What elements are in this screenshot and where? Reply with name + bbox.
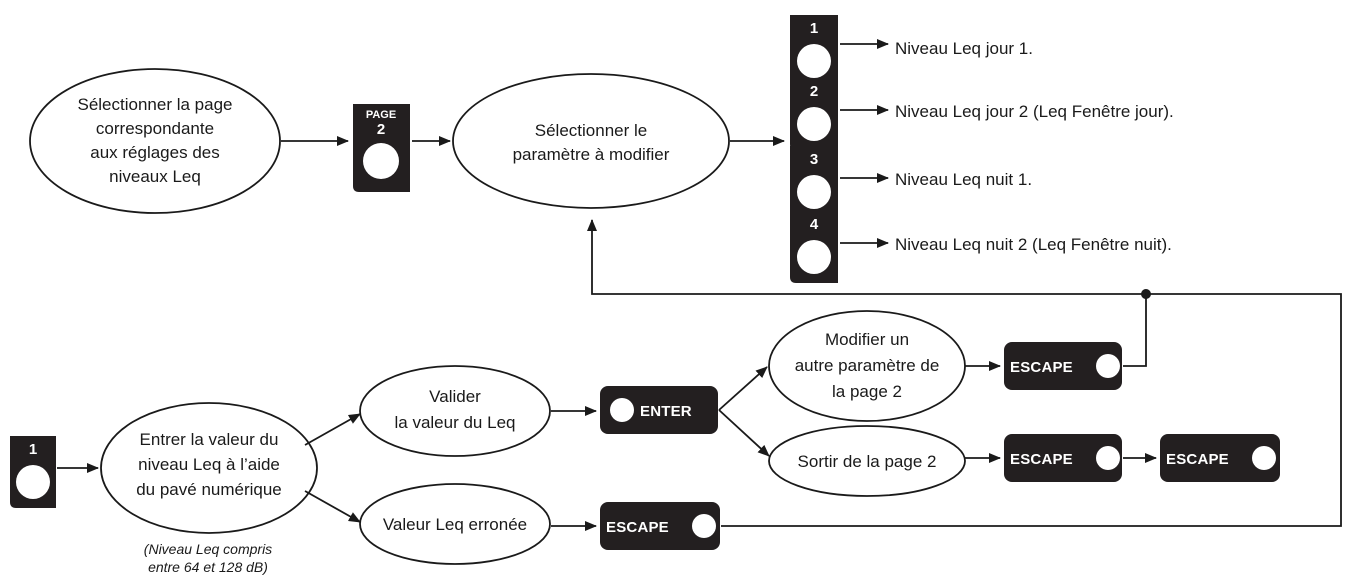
node-enter-value-line-2: niveau Leq à l’aide <box>138 455 280 474</box>
key-2-top-label: 2 <box>810 83 818 100</box>
node-validate: Valider la valeur du Leq <box>359 365 551 457</box>
escape-key-exit-2: ESCAPE <box>1160 434 1280 482</box>
connectors <box>57 39 1342 531</box>
node-enter-value-line-1: Entrer la valeur du <box>140 430 279 449</box>
enter-key: ENTER <box>600 386 718 434</box>
range-note-line-1: (Niveau Leq compris <box>144 541 272 557</box>
arrow-enter-to-exit-page <box>718 409 770 457</box>
key-4-top: 4 <box>790 211 838 283</box>
node-select-page-line-1: Sélectionner la page <box>77 95 232 114</box>
escape-key-wrong-label: ESCAPE <box>606 519 669 536</box>
node-select-param: Sélectionner le paramètre à modifier <box>452 73 730 209</box>
page-2-key-button-icon <box>363 143 399 179</box>
key-1-bottom: 1 <box>10 436 56 508</box>
enter-key-button-icon <box>610 398 634 422</box>
key-3-top-button-icon <box>797 175 831 209</box>
node-validate-line-1: Valider <box>429 387 481 406</box>
escape-key-modify: ESCAPE <box>1004 342 1122 390</box>
param-label-2: Niveau Leq jour 2 (Leq Fenêtre jour). <box>895 102 1174 121</box>
node-modify-other: Modifier un autre paramètre de la page 2 <box>768 310 966 422</box>
key-2-top: 2 <box>790 78 838 150</box>
loop-back-to-select-param <box>587 219 1342 527</box>
node-wrong-value: Valeur Leq erronée <box>359 483 551 565</box>
arrow-enter-value-to-validate <box>304 413 361 446</box>
key-1-bottom-button-icon <box>16 465 50 499</box>
escape-key-modify-button-icon <box>1096 354 1120 378</box>
key-1-bottom-label: 1 <box>29 441 37 458</box>
range-note-line-2: entre 64 et 128 dB) <box>148 559 268 575</box>
key-3-top: 3 <box>790 146 838 218</box>
escape-key-exit-1-label: ESCAPE <box>1010 451 1073 468</box>
node-exit-page-line-1: Sortir de la page 2 <box>798 452 937 471</box>
node-select-param-line-1: Sélectionner le <box>535 121 647 140</box>
param-label-4: Niveau Leq nuit 2 (Leq Fenêtre nuit). <box>895 235 1172 254</box>
node-enter-value: Entrer la valeur du niveau Leq à l’aide … <box>100 402 318 534</box>
key-1-top-label: 1 <box>810 20 818 37</box>
node-select-page: Sélectionner la page correspondante aux … <box>29 68 281 214</box>
node-wrong-value-line-1: Valeur Leq erronée <box>383 515 527 534</box>
node-select-page-line-4: niveaux Leq <box>109 167 201 186</box>
escape-key-exit-2-button-icon <box>1252 446 1276 470</box>
key-4-top-button-icon <box>797 240 831 274</box>
arrow-enter-to-modify-other <box>718 366 768 411</box>
node-enter-value-line-3: du pavé numérique <box>136 480 282 499</box>
key-1-top: 1 <box>790 15 838 87</box>
page-2-key: PAGE 2 <box>353 104 410 192</box>
key-1-top-button-icon <box>797 44 831 78</box>
page-2-key-number: 2 <box>377 121 385 138</box>
node-modify-other-line-2: autre paramètre de <box>795 356 940 375</box>
arrow-enter-value-to-wrong-value <box>304 490 361 523</box>
node-modify-other-line-1: Modifier un <box>825 330 909 349</box>
escape-key-wrong-button-icon <box>692 514 716 538</box>
escape-key-exit-1: ESCAPE <box>1004 434 1122 482</box>
enter-key-label: ENTER <box>640 403 692 420</box>
node-select-param-line-2: paramètre à modifier <box>513 145 670 164</box>
escape-key-exit-2-label: ESCAPE <box>1166 451 1229 468</box>
page-2-key-word: PAGE <box>366 109 396 121</box>
node-select-page-line-3: aux réglages des <box>90 143 219 162</box>
node-exit-page: Sortir de la page 2 <box>768 425 966 497</box>
node-validate-line-2: la valeur du Leq <box>395 413 516 432</box>
escape-key-exit-1-button-icon <box>1096 446 1120 470</box>
node-modify-other-line-3: la page 2 <box>832 382 902 401</box>
escape-key-modify-label: ESCAPE <box>1010 359 1073 376</box>
param-label-3: Niveau Leq nuit 1. <box>895 170 1032 189</box>
key-4-top-label: 4 <box>810 216 819 233</box>
junction-dot <box>1141 289 1151 299</box>
param-label-1: Niveau Leq jour 1. <box>895 39 1033 58</box>
line-escape-modify-up <box>1123 294 1147 367</box>
key-2-top-button-icon <box>797 107 831 141</box>
key-3-top-label: 3 <box>810 151 818 168</box>
node-select-page-line-2: correspondante <box>96 119 214 138</box>
escape-key-wrong: ESCAPE <box>600 502 720 550</box>
